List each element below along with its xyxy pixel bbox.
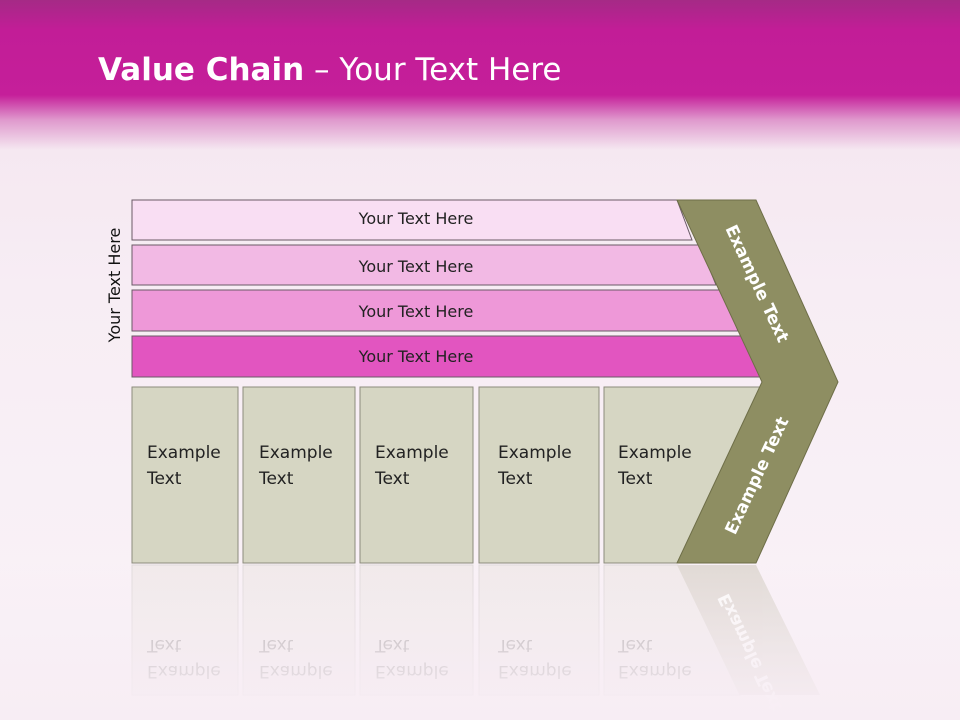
cell-4-line1: Example: [498, 443, 572, 463]
reflection-group: [131, 564, 820, 696]
row-1-label: Your Text Here: [358, 209, 474, 228]
cell-3-line2-reflection: Text: [375, 635, 410, 655]
cell-2-line1: Example: [259, 443, 333, 463]
cell-1-line1: Example: [147, 443, 221, 463]
row-2-shape: [131, 244, 717, 286]
cell-1-shape: [131, 386, 239, 564]
cell-2-line2-reflection: Text: [259, 635, 294, 655]
cell-3-line2: Text: [375, 469, 410, 489]
cell-2-line2: Text: [259, 469, 294, 489]
cell-5-line1: Example: [618, 443, 692, 463]
cell-1-label-reflection: Example Text: [147, 632, 221, 684]
cell-3-line1-reflection: Example: [375, 661, 449, 681]
cell-2-shape: [242, 386, 356, 564]
cell-3-label-reflection: Example Text: [375, 632, 449, 684]
cell-3-line1: Example: [375, 443, 449, 463]
cell-4-line2: Text: [498, 469, 533, 489]
cell-4-line2-reflection: Text: [498, 635, 533, 655]
cell-3-shape: [359, 386, 474, 564]
cell-5-label-reflection: Example Text: [618, 632, 692, 684]
row-2-label: Your Text Here: [358, 257, 474, 276]
cell-1-line2: Text: [147, 469, 182, 489]
title-banner: [0, 0, 960, 150]
row-4-label: Your Text Here: [358, 347, 474, 366]
title-bold: Value Chain: [98, 52, 305, 88]
cell-4-shape: [478, 386, 600, 564]
cell-4-line1-reflection: Example: [498, 661, 572, 681]
slide-title: Value Chain – Your Text Here: [98, 52, 561, 96]
title-rest: – Your Text Here: [304, 52, 562, 88]
cell-1-line1-reflection: Example: [147, 661, 221, 681]
cell-5-line2-reflection: Text: [618, 635, 653, 655]
row-3-label: Your Text Here: [358, 302, 474, 321]
cell-5-line1-reflection: Example: [618, 661, 692, 681]
cell-2-label-reflection: Example Text: [259, 632, 333, 684]
cell-1-line2-reflection: Text: [147, 635, 182, 655]
cell-5-line2: Text: [618, 469, 653, 489]
cell-2-line1-reflection: Example: [259, 661, 333, 681]
row-1-shape: [131, 199, 693, 241]
cell-4-label-reflection: Example Text: [498, 632, 572, 684]
